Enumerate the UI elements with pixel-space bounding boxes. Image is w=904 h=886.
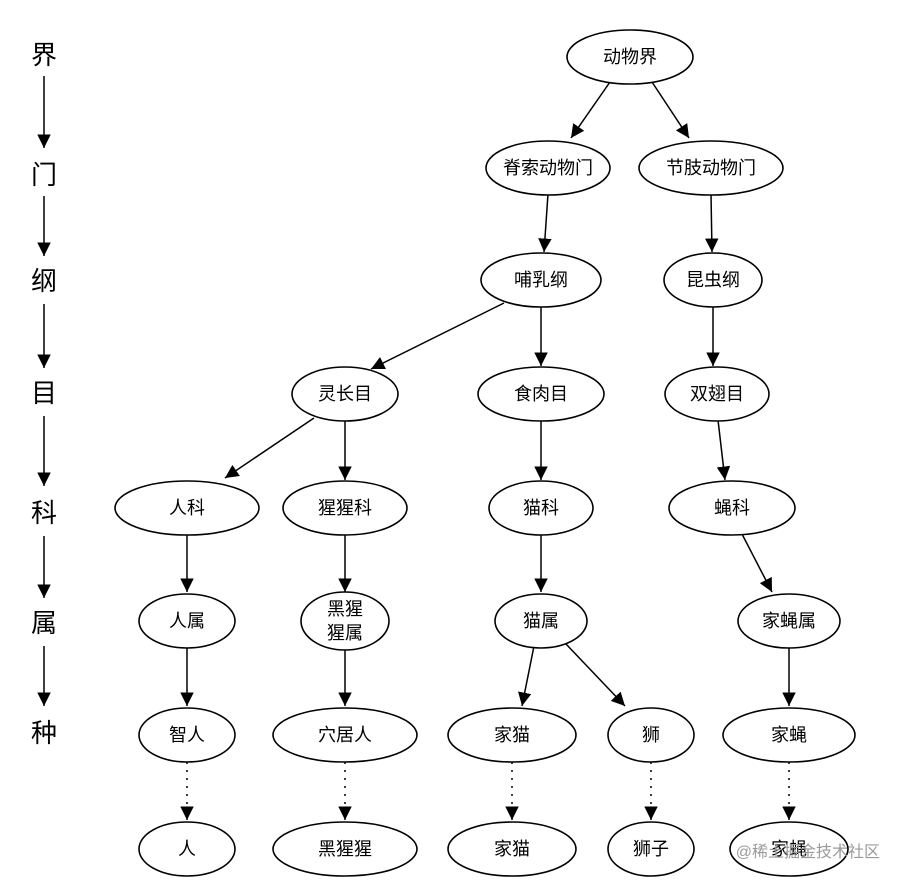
edge: [370, 302, 505, 370]
node-label: 猫属: [523, 611, 559, 632]
node-common-fly: 家蝇: [729, 821, 849, 877]
edges: [180, 81, 796, 820]
node-label: 狮: [642, 725, 660, 746]
node-label: 家猫: [494, 839, 530, 860]
rank-label: 界: [31, 41, 57, 71]
edge: [538, 193, 552, 253]
nodes: 动物界 脊索动物门 节肢动物门 哺乳纲 昆虫纲 灵长目 食肉目 双翅目: [114, 29, 856, 877]
node-common-chimp: 黑猩猩: [272, 821, 418, 877]
node-label: 哺乳纲: [514, 270, 568, 291]
edge: [224, 417, 315, 479]
node-label: 双翅目: [690, 384, 744, 405]
node-pan-troglodytes: 穴居人: [272, 707, 418, 763]
rank-label: 门: [31, 161, 57, 191]
node-label: 狮子: [633, 839, 669, 860]
node-label: 穴居人: [318, 725, 372, 746]
node-musca-domestica: 家蝇: [722, 707, 856, 763]
node-label: 灵长目: [318, 384, 372, 405]
node-mammalia: 哺乳纲: [480, 252, 602, 308]
node-label: 猩猩科: [318, 498, 372, 519]
node-label: 人科: [169, 498, 205, 519]
node-common-lion: 狮子: [607, 821, 695, 877]
node-pan: 黑猩 猩属: [300, 591, 390, 651]
edge: [570, 81, 611, 139]
edge: [705, 193, 719, 253]
node-label: 黑猩猩: [318, 839, 372, 860]
node-hominidae: 人科: [114, 480, 260, 536]
node-label: 动物界: [603, 47, 657, 68]
rank-label: 目: [31, 379, 57, 409]
node-insecta: 昆虫纲: [663, 252, 763, 308]
node-muscidae: 蝇科: [668, 480, 796, 536]
node-label: 脊索动物门: [503, 158, 593, 179]
node-common-human: 人: [138, 821, 236, 877]
node-label: 猩属: [327, 623, 363, 644]
node-label: 昆虫纲: [686, 270, 740, 291]
edge: [518, 645, 535, 707]
node-homo: 人属: [138, 593, 236, 649]
rank-column: 界 门 纲 目 科 属 种: [31, 41, 57, 749]
node-label: 节肢动物门: [666, 158, 756, 179]
rank-label: 纲: [31, 267, 57, 297]
node-carnivora: 食肉目: [477, 366, 605, 422]
node-primates: 灵长目: [291, 366, 399, 422]
node-label: 家蝇属: [762, 611, 816, 632]
node-diptera: 双翅目: [664, 366, 770, 422]
node-label: 人属: [169, 611, 205, 632]
node-label: 家猫: [494, 725, 530, 746]
node-felidae: 猫科: [488, 480, 594, 536]
node-label: 家蝇: [771, 725, 807, 746]
node-felis: 猫属: [494, 593, 588, 649]
node-chordata: 脊索动物门: [485, 140, 611, 196]
node-homo-sapiens: 智人: [138, 707, 236, 763]
node-pongidae: 猩猩科: [282, 480, 408, 536]
node-label: 人: [178, 839, 196, 860]
watermark: @稀土掘金技术社区: [736, 843, 880, 861]
edge: [716, 419, 731, 481]
node-label: 食肉目: [514, 384, 568, 405]
node-label: 智人: [169, 725, 205, 746]
edge: [565, 643, 626, 707]
node-musca: 家蝇属: [737, 593, 841, 649]
rank-label: 属: [31, 609, 57, 639]
edge: [651, 81, 690, 139]
node-common-cat: 家猫: [447, 821, 577, 877]
node-animalia: 动物界: [566, 29, 694, 85]
node-felis-catus: 家猫: [447, 707, 577, 763]
node-arthropoda: 节肢动物门: [638, 140, 784, 196]
node-label: 蝇科: [714, 498, 750, 519]
node-label: 家蝇: [771, 839, 807, 860]
node-label: 黑猩: [327, 599, 363, 620]
node-panthera-leo: 狮: [607, 707, 695, 763]
rank-label: 种: [31, 719, 57, 749]
node-label: 猫科: [523, 498, 559, 519]
rank-label: 科: [31, 499, 57, 529]
edge: [741, 533, 773, 593]
